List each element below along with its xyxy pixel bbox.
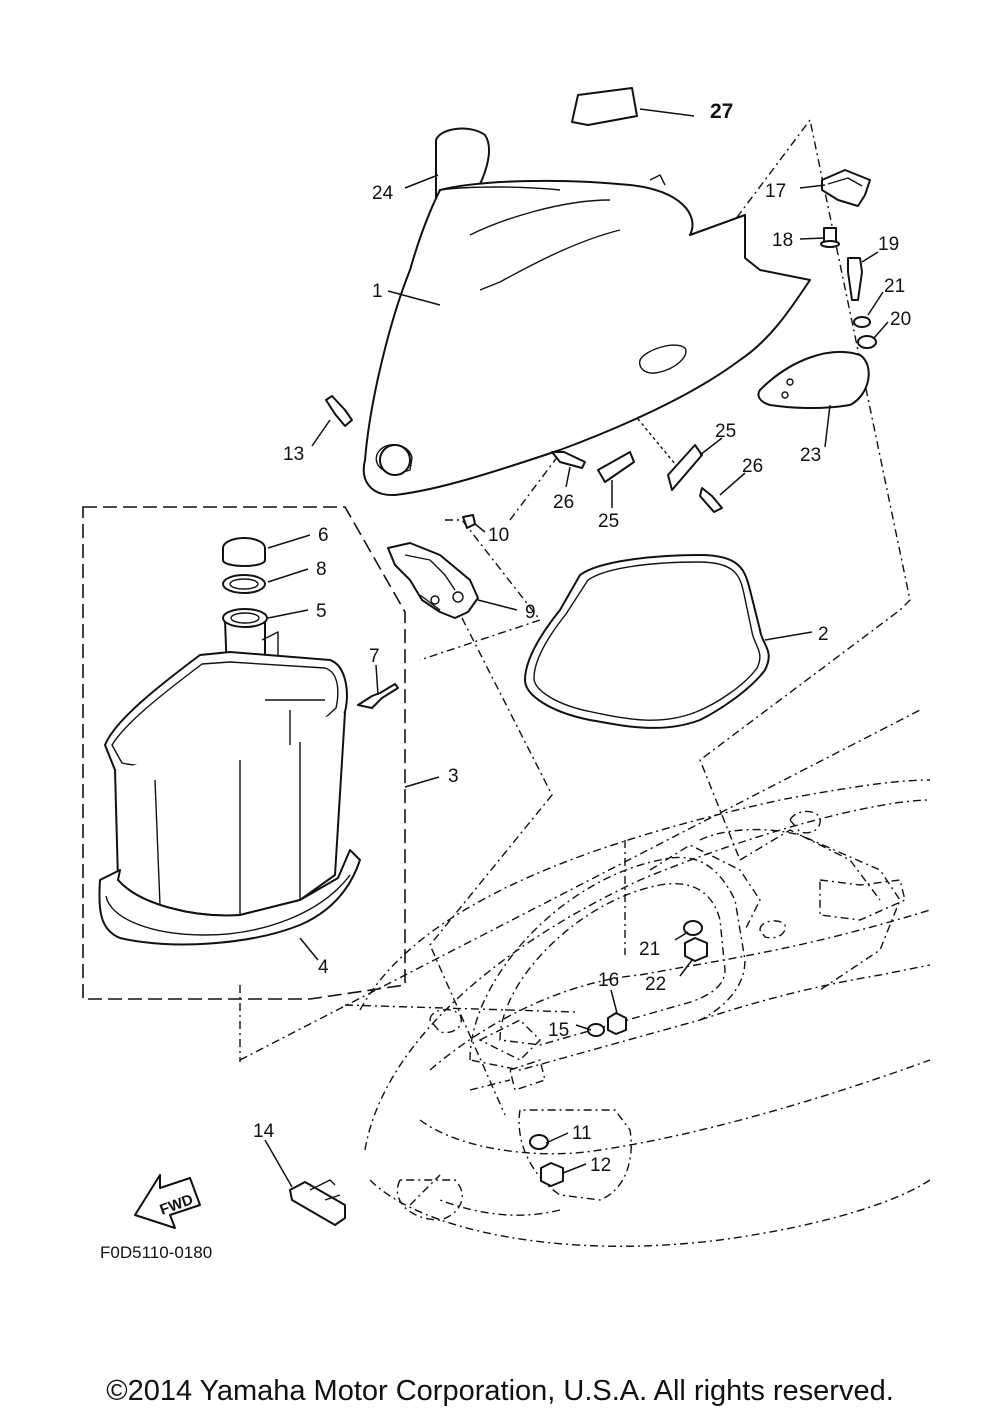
- callout-25-lower: 25: [598, 511, 619, 532]
- part-22-nut: [684, 937, 708, 962]
- part-10-bolt: [462, 514, 476, 529]
- part-13-rivet: [325, 395, 353, 427]
- callout-7: 7: [369, 646, 380, 667]
- part-14-bumper: [289, 1179, 346, 1226]
- part-6-cap: [222, 537, 266, 567]
- part-3-storage-box: [104, 651, 348, 917]
- callout-20: 20: [890, 309, 911, 330]
- callout-24: 24: [372, 183, 394, 204]
- callout-11: 11: [572, 1123, 592, 1144]
- part-8-o-ring: [222, 574, 266, 594]
- callout-26-right: 26: [742, 456, 763, 477]
- part-19-pin: [847, 257, 863, 301]
- callout-27: 27: [710, 100, 733, 123]
- callout-21-upper: 21: [884, 276, 905, 297]
- callout-16: 16: [598, 970, 619, 991]
- part-20-grommet: [857, 335, 877, 349]
- figure-code: F0D5110-0180: [100, 1243, 212, 1262]
- hull-body: [239, 709, 931, 1247]
- part-23-cover: [757, 350, 870, 410]
- part-16-nut: [607, 1012, 627, 1035]
- storage-assembly-box: [82, 506, 406, 1000]
- callout-19: 19: [878, 234, 899, 255]
- part-1-hood: [362, 174, 811, 497]
- callout-18: 18: [772, 230, 793, 251]
- callout-13: 13: [283, 444, 304, 465]
- callout-22: 22: [645, 974, 666, 995]
- part-4-gasket: [98, 849, 361, 946]
- part-15-washer: [587, 1023, 605, 1037]
- callout-6: 6: [318, 525, 329, 546]
- callout-25-upper: 25: [715, 421, 736, 442]
- callout-4: 4: [318, 957, 329, 978]
- callout-26-left: 26: [553, 492, 574, 513]
- leader-lines: [264, 108, 889, 1188]
- callout-1: 1: [372, 281, 383, 302]
- part-27-decal: [571, 87, 638, 126]
- part-21-washer: [853, 316, 871, 328]
- callout-15: 15: [548, 1020, 569, 1041]
- part-26-bolt: [551, 451, 723, 513]
- callout-23: 23: [800, 445, 821, 466]
- part-21-washer-lower: [683, 920, 703, 936]
- part-9-latch: [387, 542, 479, 619]
- part-7-rivet: [357, 683, 399, 709]
- callout-17: 17: [765, 181, 786, 202]
- part-11-washer: [529, 1134, 549, 1150]
- callout-14: 14: [253, 1121, 275, 1142]
- callout-21-lower: 21: [639, 939, 660, 960]
- callout-labels: 27 24 1 17 18 19 21 20 23 13 26 25 25 26…: [253, 100, 911, 1176]
- part-12-nut: [540, 1162, 564, 1187]
- callout-3: 3: [448, 766, 459, 787]
- fwd-arrow-icon: FWD: [134, 1174, 201, 1229]
- part-25-plate: [597, 444, 703, 491]
- callout-10: 10: [488, 525, 509, 546]
- callout-8: 8: [316, 559, 327, 580]
- part-18-screw: [820, 227, 840, 248]
- callout-5: 5: [316, 601, 327, 622]
- part-17-bracket: [821, 169, 871, 207]
- part-2-gasket: [524, 554, 770, 729]
- callout-12: 12: [590, 1155, 611, 1176]
- callout-9: 9: [525, 602, 536, 623]
- copyright-notice: ©2014 Yamaha Motor Corporation, U.S.A. A…: [106, 1375, 894, 1407]
- callout-2: 2: [818, 624, 829, 645]
